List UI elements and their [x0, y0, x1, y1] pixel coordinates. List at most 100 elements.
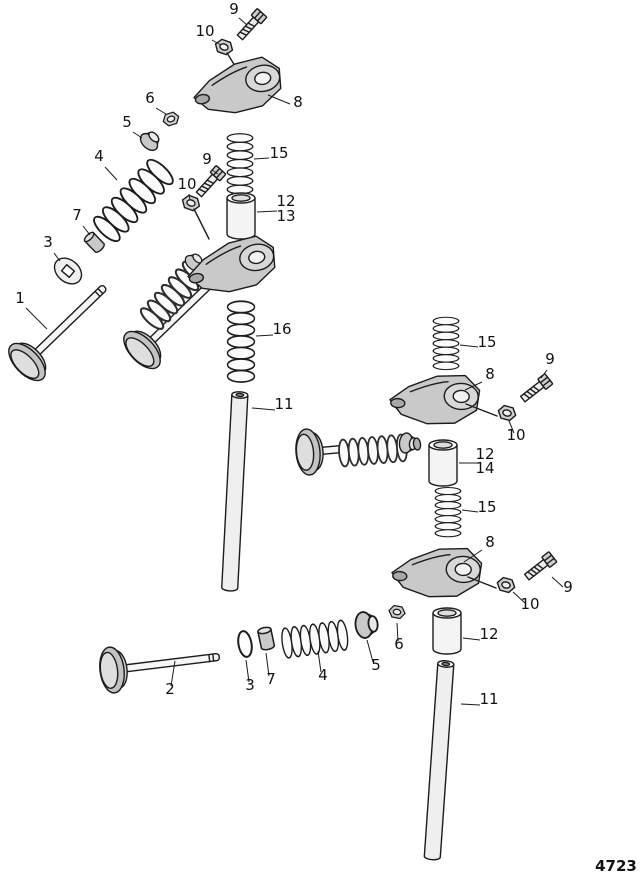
callout-10-right-lower: 10: [520, 595, 539, 613]
upper-left-valve-train: [1, 7, 287, 388]
callout-8-upper-rocker: 8: [293, 93, 303, 111]
callout-2-valve: 2: [165, 680, 175, 698]
leader-line: [256, 210, 278, 213]
leader-line: [132, 131, 143, 139]
pushrod-11: [220, 390, 249, 593]
callout-10-right-upper: 10: [506, 426, 525, 444]
keeper-clip-6: [387, 604, 407, 620]
leader-line: [396, 622, 399, 642]
parts-layer: [1, 7, 558, 861]
callout-15-right-lower: 15: [477, 498, 496, 516]
stem-seal-7: [256, 625, 276, 652]
callout-1-valve: 1: [15, 289, 25, 307]
callout-labels: 9 10 8 6 5 4 15 9 10 12 13 7 3 1 16 11 1…: [15, 0, 573, 708]
leader-line: [82, 225, 91, 236]
rocker-arm-8: [390, 544, 483, 601]
pivot-bolt-9: [193, 164, 227, 200]
assembly-axis-line: [467, 576, 497, 589]
callout-9-middle-bolt: 9: [202, 150, 212, 168]
spring-16: [226, 300, 256, 383]
assembled-valve-spring: [337, 433, 409, 468]
spring-15: [226, 133, 254, 195]
spring-seat-washer-3: [48, 252, 88, 290]
callout-4-upper: 4: [94, 147, 104, 165]
lifter-12-14: [428, 439, 458, 487]
callout-12-lower: 12: [479, 625, 498, 643]
locknut-10: [179, 193, 203, 213]
leader-line: [25, 307, 48, 330]
callout-15-upper: 15: [269, 144, 288, 162]
diagram-number: 4723: [595, 857, 637, 875]
leader-line: [188, 193, 191, 201]
rocker-arm-8: [388, 371, 481, 428]
callout-12-upper: 12: [276, 192, 295, 210]
leader-line: [211, 39, 222, 46]
leader-line: [464, 381, 483, 391]
spring-15: [432, 316, 460, 371]
leader-line: [462, 637, 481, 641]
spring-15: [434, 486, 462, 538]
lifter-12-13: [226, 192, 256, 240]
leader-line: [253, 157, 270, 160]
leader-line: [317, 650, 322, 673]
lifter-12: [432, 607, 462, 655]
assembly-axis-line: [193, 208, 210, 240]
leader-line: [512, 591, 526, 604]
leader-line: [461, 509, 479, 513]
callout-11-right-pushrod: 11: [479, 690, 498, 708]
callout-11-left-pushrod: 11: [274, 395, 293, 413]
rocker-arm-8: [188, 53, 287, 120]
lower-left-valve-assembly: [96, 609, 381, 695]
leader-line: [245, 659, 250, 683]
leader-line: [459, 344, 479, 348]
callout-7-upper: 7: [72, 206, 82, 224]
callout-14: 14: [475, 459, 494, 477]
callout-10-middle-nut: 10: [177, 175, 196, 193]
callout-5-upper: 5: [122, 113, 132, 131]
leader-line: [463, 549, 483, 563]
callout-15-right-upper: 15: [477, 333, 496, 351]
leader-line: [170, 660, 176, 687]
callout-6-upper: 6: [145, 89, 155, 107]
leader-line: [366, 639, 374, 663]
snap-ring-3: [235, 629, 255, 659]
locknut-10: [494, 575, 518, 595]
valve-spring-4: [89, 155, 178, 246]
callout-7-lower: 7: [266, 670, 276, 688]
callout-9-upper-bolt: 9: [229, 0, 239, 18]
callout-8-right-lower: 8: [485, 533, 495, 551]
leader-line: [540, 369, 548, 379]
callout-3-lower: 3: [245, 676, 255, 694]
valve-keeper: [412, 437, 422, 451]
callout-8-right-upper: 8: [485, 365, 495, 383]
callout-16: 16: [272, 320, 291, 338]
callout-10-upper-nut: 10: [195, 22, 214, 40]
callout-4-lower: 4: [318, 666, 328, 684]
valve-1: [1, 269, 122, 388]
right-upper-valve-train: [293, 316, 554, 487]
callout-9-right-lower: 9: [563, 578, 573, 596]
callout-3-upper: 3: [43, 233, 53, 251]
callout-12-right: 12: [475, 445, 494, 463]
pivot-bolt-9: [234, 7, 268, 43]
valve-spring-4: [279, 618, 351, 660]
upper-middle-valve-train: [116, 133, 281, 593]
locknut-10: [212, 37, 236, 57]
spring-retainer-5: [353, 609, 381, 640]
callout-9-right-upper: 9: [545, 350, 555, 368]
callout-13: 13: [276, 207, 295, 225]
leader-line: [508, 420, 515, 434]
spring-retainer-5: [136, 126, 165, 155]
right-lower-valve-train: [387, 486, 558, 861]
leader-line: [251, 407, 276, 411]
callout-6-lower: 6: [394, 635, 404, 653]
callout-5-lower: 5: [371, 656, 381, 674]
leader-line: [155, 107, 167, 115]
leader-line: [104, 166, 118, 181]
assembly-axis-line: [465, 403, 498, 417]
leader-line: [238, 17, 248, 26]
leader-line: [255, 334, 274, 337]
pushrod-11: [423, 659, 455, 861]
